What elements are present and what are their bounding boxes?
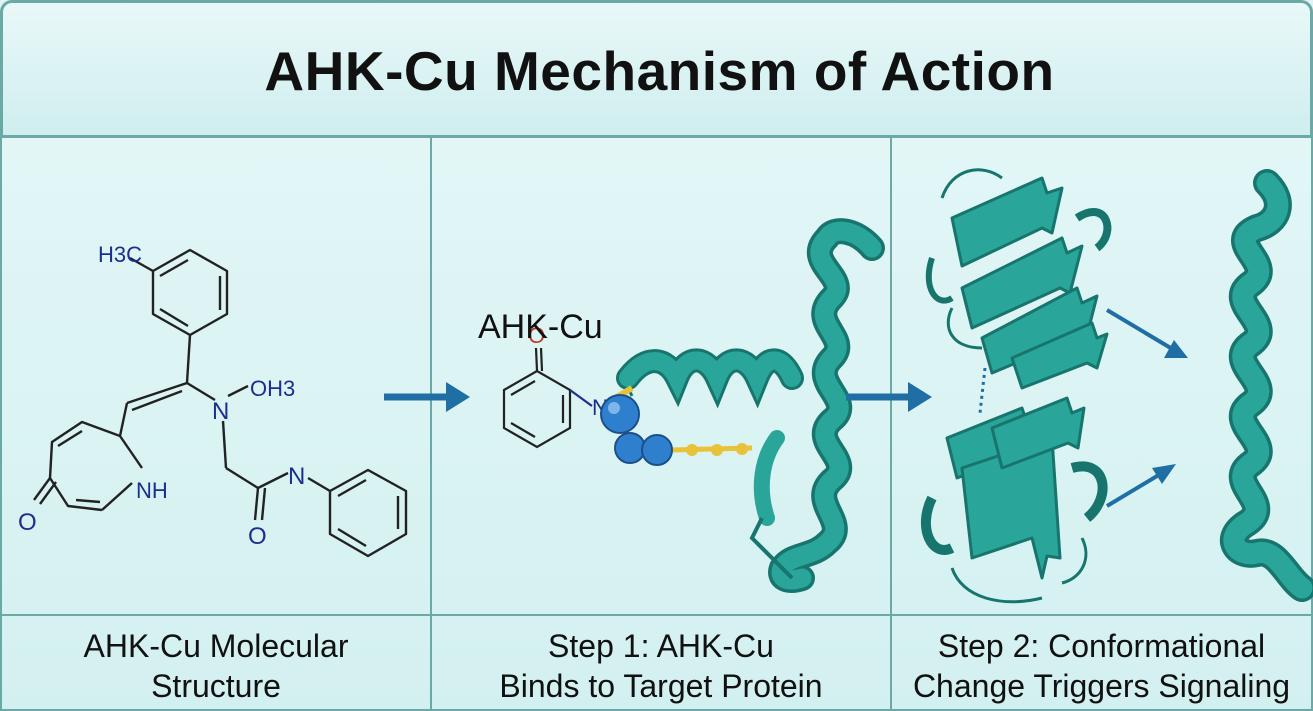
compound-label: AHK-Cu: [478, 308, 603, 346]
caption-line-1: AHK-Cu Molecular: [83, 628, 349, 664]
conformational-illustration: [920, 168, 1313, 604]
figure-title: AHK-Cu Mechanism of Action: [264, 40, 1055, 102]
dotted-connector: [978, 367, 987, 414]
protein-helix-vertical: [749, 218, 885, 593]
copper-complex: [600, 394, 673, 466]
panel-caption: Step 1: AHK-Cu Binds to Target Protein: [432, 626, 890, 706]
molecule-structure: H3C N OH3 NH O O N: [18, 242, 408, 558]
protein-helix-arm: [616, 348, 804, 409]
panel-binding: O N AHK-Cu: [430, 136, 892, 711]
protein-domain-top: [925, 168, 1112, 390]
title-banner: AHK-Cu Mechanism of Action: [0, 0, 1313, 138]
panel-caption: AHK-Cu Molecular Structure: [2, 626, 430, 706]
binding-illustration: O N AHK-Cu: [478, 218, 885, 593]
caption-line-2: Change Triggers Signaling: [912, 668, 1291, 704]
amide-o-label: O: [248, 523, 267, 550]
signaling-helix: [1220, 169, 1313, 602]
caption-line-1: Step 2: Conformational: [937, 628, 1266, 664]
oh3-label: OH3: [250, 376, 295, 401]
protein-domain-bottom: [920, 396, 1108, 604]
methyl-label: H3C: [98, 242, 142, 267]
caption-line-2: Structure: [151, 668, 281, 704]
nh-label: NH: [136, 478, 168, 503]
panel-conformational-change: Step 2: Conformational Change Triggers S…: [890, 136, 1313, 711]
oxime-n-label: N: [212, 398, 229, 425]
caption-line-2: Binds to Target Protein: [499, 668, 823, 704]
amide-n-label: N: [288, 463, 305, 490]
ketone-o-label: O: [18, 509, 37, 536]
caption-box: Step 1: AHK-Cu Binds to Target Protein: [432, 614, 890, 709]
panel-molecular-structure: H3C N OH3 NH O O N AHK-Cu Molecular Stru…: [0, 136, 432, 711]
panels-row: H3C N OH3 NH O O N AHK-Cu Molecular Stru…: [0, 136, 1313, 711]
linker-chain: [610, 385, 753, 456]
caption-line-1: Step 1: AHK-Cu: [548, 628, 774, 664]
caption-box: Step 2: Conformational Change Triggers S…: [892, 614, 1311, 709]
signal-arrows: [1105, 308, 1188, 508]
caption-box: AHK-Cu Molecular Structure: [2, 614, 430, 709]
step1-o-label: O: [528, 323, 545, 348]
panel-caption: Step 2: Conformational Change Triggers S…: [892, 626, 1311, 706]
